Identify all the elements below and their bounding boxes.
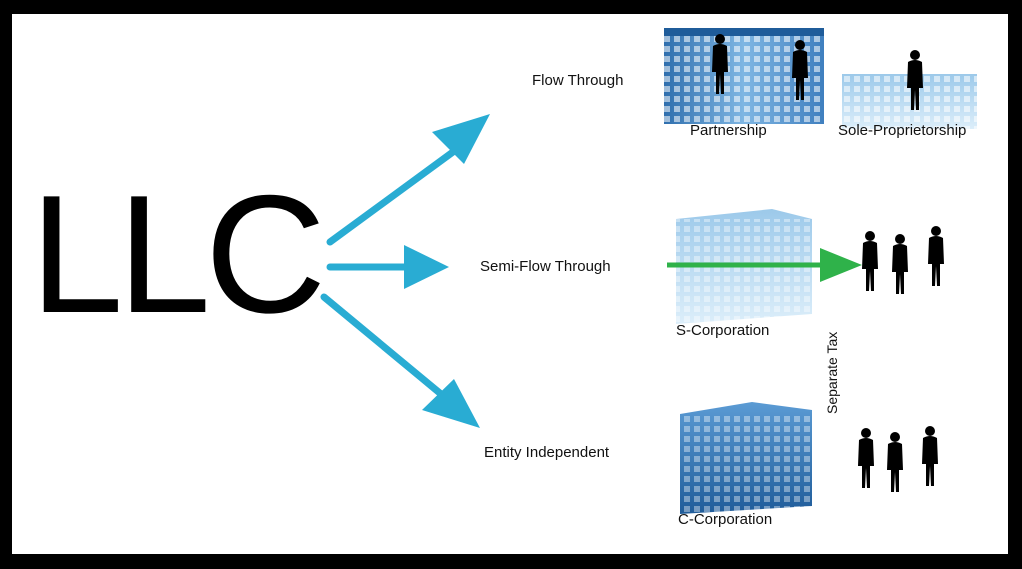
c-corporation-label: C-Corporation [678, 511, 773, 528]
arrow-flow-through [326, 114, 490, 246]
sole-proprietorship-label: Sole-Proprietorship [838, 122, 967, 139]
flow-through-label: Flow Through [532, 72, 624, 89]
shareholder-silhouette-icon [858, 428, 874, 488]
shareholder-silhouette-icon [928, 226, 944, 286]
semi-flow-through-label: Semi-Flow Through [480, 258, 611, 275]
diagram-canvas: LLC Flow Through Partnership Sole-Propri… [12, 14, 1008, 554]
diagram-graphics [320, 28, 977, 514]
s-corporation-label: S-Corporation [676, 322, 770, 339]
separate-tax-label: Separate Tax [824, 331, 840, 414]
shareholder-silhouette-icon [887, 432, 903, 492]
pass-through-arrow [667, 248, 862, 282]
arrow-semi-flow-through [326, 245, 449, 289]
shareholder-silhouette-icon [922, 426, 938, 486]
arrow-entity-independent [320, 293, 480, 428]
entity-independent-label: Entity Independent [484, 444, 610, 461]
c-corporation-building-icon [680, 402, 812, 514]
shareholder-silhouette-icon [892, 234, 908, 294]
shareholder-silhouette-icon [862, 231, 878, 291]
partnership-building-icon [664, 28, 824, 124]
partnership-label: Partnership [690, 122, 767, 139]
llc-title: LLC [30, 160, 326, 348]
